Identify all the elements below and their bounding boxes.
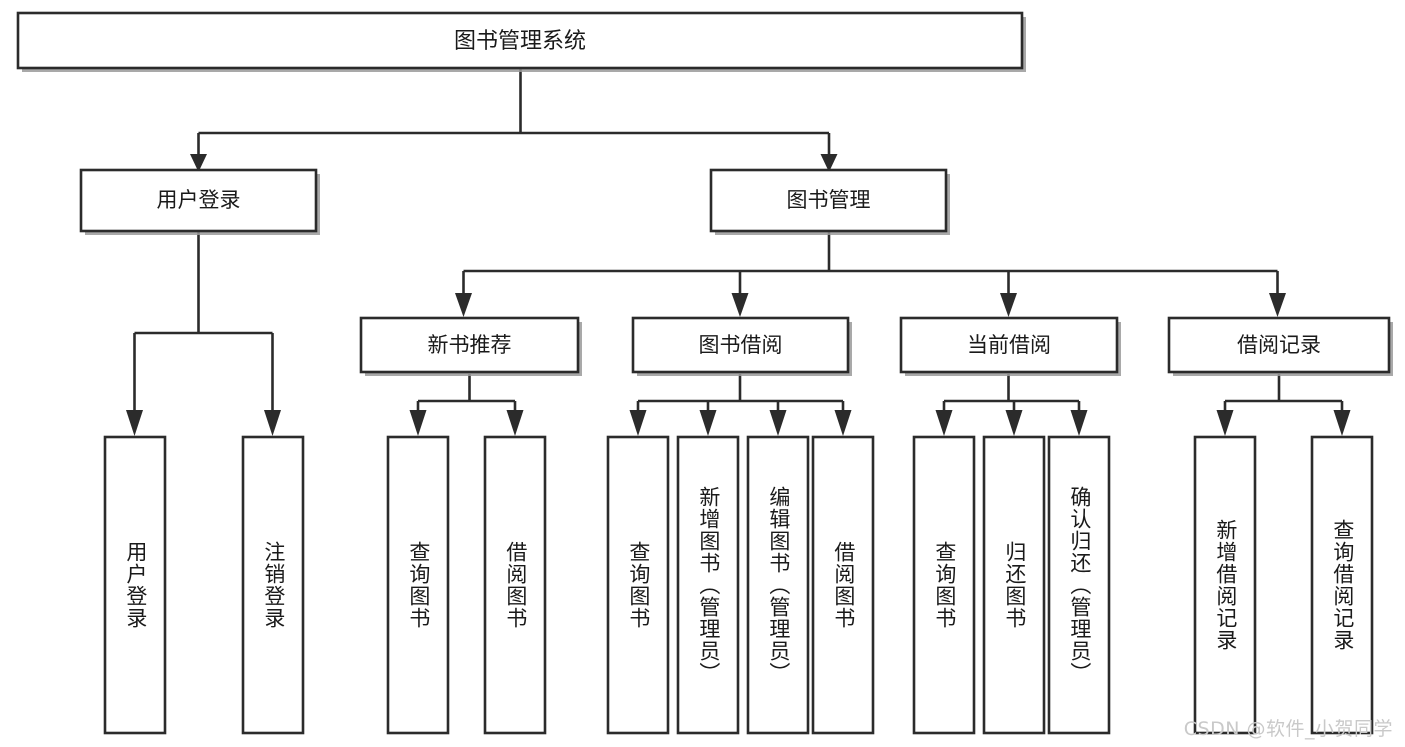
- node-root[interactable]: 图书管理系统: [16, 11, 1026, 72]
- arrow-head-user-login-leaf: [126, 410, 143, 436]
- node-book-borrow[interactable]: 图书借阅: [631, 316, 852, 376]
- leaf-rect-borrow-add-book[interactable]: [676, 435, 740, 735]
- leaf-rect-current-return-book[interactable]: [982, 435, 1046, 735]
- arrow-head-bookborrow-leaf-1: [629, 410, 647, 436]
- node-borrow-record-rect: [1167, 316, 1391, 374]
- connector-layer: [126, 69, 1351, 436]
- arrow-head-book-mgmt: [820, 154, 838, 172]
- watermark: CSDN @软件_小贺同学: [1183, 718, 1393, 740]
- node-book-management[interactable]: 图书管理: [709, 168, 950, 235]
- arrow-head-bookborrow-leaf-2: [699, 410, 717, 436]
- arrow-head-currentborrow-leaf-2: [1005, 410, 1023, 436]
- node-user-login[interactable]: 用户登录: [79, 168, 320, 235]
- arrow-head-current-borrow: [1000, 293, 1017, 317]
- node-new-book-recommend[interactable]: 新书推荐: [359, 316, 582, 376]
- leaf-rect-record-add[interactable]: [1193, 435, 1257, 735]
- node-user-login-rect: [79, 168, 318, 233]
- leaf-rect-logout[interactable]: [241, 435, 305, 735]
- leaf-rect-borrow-query-book[interactable]: [606, 435, 670, 735]
- node-current-borrow-rect: [899, 316, 1119, 374]
- node-root-rect: [16, 11, 1024, 70]
- node-new-book-recommend-rect: [359, 316, 580, 374]
- node-book-management-label: 图书管理: [787, 188, 871, 212]
- node-current-borrow-label: 当前借阅: [967, 333, 1051, 357]
- leaf-rect-borrow-borrow-book[interactable]: [811, 435, 875, 735]
- node-root-label: 图书管理系统: [454, 29, 586, 54]
- leaf-rect-current-confirm-return[interactable]: [1047, 435, 1111, 735]
- arrow-head-book-borrow: [731, 293, 749, 317]
- node-new-book-recommend-label: 新书推荐: [428, 333, 512, 357]
- node-borrow-record-label: 借阅记录: [1237, 333, 1321, 357]
- arrow-head-newbook-leaf-2: [506, 410, 524, 436]
- node-book-borrow-rect: [631, 316, 850, 374]
- leaf-rect-newbook-borrow-book[interactable]: [483, 435, 547, 735]
- node-borrow-record[interactable]: 借阅记录: [1167, 316, 1393, 376]
- node-user-login-label: 用户登录: [157, 188, 241, 212]
- arrow-head-bookborrow-leaf-4: [834, 410, 852, 436]
- arrow-head-borrow-record: [1269, 293, 1286, 317]
- arrow-head-currentborrow-leaf-1: [935, 410, 953, 436]
- leaf-rect-newbook-query-book[interactable]: [386, 435, 450, 735]
- arrow-head-user-login: [190, 154, 207, 172]
- leaf-rect-current-query-book[interactable]: [912, 435, 976, 735]
- node-book-management-rect: [709, 168, 948, 233]
- arrow-head-new-book: [455, 293, 472, 317]
- leaf-boxes-layer: [103, 435, 1374, 735]
- arrow-head-logout-leaf: [264, 410, 281, 436]
- arrow-head-newbook-leaf-1: [409, 410, 427, 436]
- arrow-head-bookborrow-leaf-3: [769, 410, 787, 436]
- arrow-head-currentborrow-leaf-3: [1070, 410, 1088, 436]
- leaf-rect-borrow-edit-book[interactable]: [746, 435, 810, 735]
- node-book-borrow-label: 图书借阅: [699, 333, 783, 357]
- arrow-head-borrowrecord-leaf-2: [1333, 410, 1351, 436]
- leaf-rect-record-query[interactable]: [1310, 435, 1374, 735]
- arrow-head-borrowrecord-leaf-1: [1216, 410, 1234, 436]
- leaf-rect-user-login[interactable]: [103, 435, 167, 735]
- node-current-borrow[interactable]: 当前借阅: [899, 316, 1121, 376]
